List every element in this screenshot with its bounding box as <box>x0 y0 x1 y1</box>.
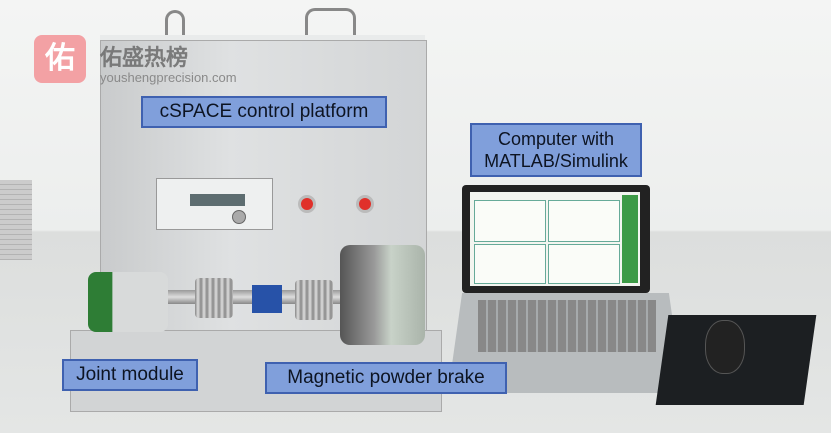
scope-plot <box>548 200 620 242</box>
label-joint-module: Joint module <box>62 359 198 391</box>
red-button <box>298 195 316 213</box>
label-computer-line2: MATLAB/Simulink <box>484 151 628 171</box>
mouse <box>705 320 745 374</box>
knob <box>232 210 246 224</box>
scope-plot <box>548 244 620 284</box>
red-button <box>356 195 374 213</box>
keyboard <box>478 300 656 352</box>
cable <box>305 8 356 41</box>
scope-plot <box>474 244 546 284</box>
watermark-logo: 佑 <box>34 35 86 83</box>
side-device <box>0 180 32 260</box>
coupling <box>195 278 233 318</box>
joint-module <box>88 272 168 332</box>
panel-display <box>190 194 245 206</box>
label-computer-line1: Computer with <box>497 129 615 149</box>
watermark-url: youshengprecision.com <box>100 70 237 85</box>
magnetic-powder-brake <box>340 245 425 345</box>
label-magnetic-powder-brake: Magnetic powder brake <box>265 362 507 394</box>
label-computer: Computer with MATLAB/Simulink <box>470 123 642 177</box>
torque-sensor <box>252 285 282 313</box>
label-cspace-platform: cSPACE control platform <box>141 96 387 128</box>
scope-plot <box>474 200 546 242</box>
cable <box>165 10 185 41</box>
simulink-panel <box>622 195 638 283</box>
coupling <box>295 280 333 320</box>
watermark-logo-char: 佑 <box>45 42 75 75</box>
watermark-title: 佑盛热榜 <box>100 45 189 70</box>
